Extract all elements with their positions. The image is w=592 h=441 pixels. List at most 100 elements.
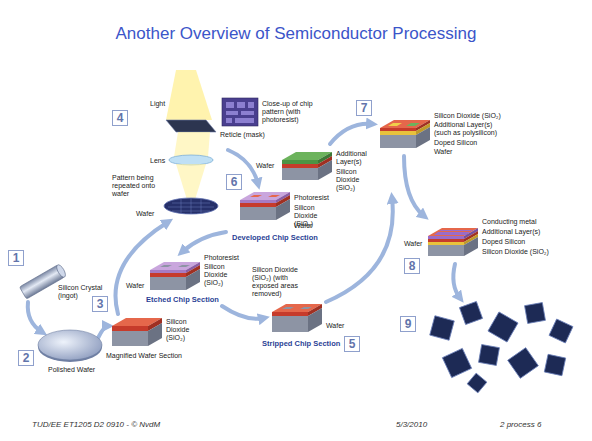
ingot-end bbox=[55, 263, 67, 278]
part-label: Doped Silicon bbox=[434, 139, 477, 147]
chip-die bbox=[544, 354, 565, 375]
part-label: Wafer bbox=[434, 148, 452, 156]
part-label: Polished Wafer bbox=[48, 366, 95, 374]
part-label: Silicon Dioxide (SiO₂) (with exposed are… bbox=[252, 266, 314, 298]
step-number-box: 2 bbox=[18, 350, 34, 366]
section-title: Etched Chip Section bbox=[146, 296, 219, 305]
chip-die bbox=[479, 345, 500, 366]
block-side bbox=[416, 127, 430, 148]
block-side bbox=[318, 160, 332, 180]
part-label: Wafer bbox=[136, 210, 154, 218]
wafer-layer bbox=[240, 207, 276, 220]
part-label: Silicon Dioxide (SiO₂) bbox=[336, 168, 380, 192]
exposed-area bbox=[300, 307, 312, 309]
metal-layer bbox=[428, 236, 464, 239]
part-label: Additional Layer(s) (such as polysilicon… bbox=[434, 121, 510, 137]
slide-title: Another Overview of Semiconductor Proces… bbox=[0, 24, 592, 44]
polished-wafer bbox=[38, 330, 102, 362]
oxide-layer bbox=[380, 128, 416, 131]
reticle bbox=[166, 120, 216, 132]
part-label: Lens bbox=[150, 157, 165, 165]
footer-text: 2 process 6 bbox=[500, 420, 541, 429]
wafer-face bbox=[38, 330, 102, 360]
metal-line bbox=[439, 230, 473, 231]
doped-layer bbox=[428, 242, 464, 245]
flow-arrow bbox=[453, 264, 460, 298]
part-label: Silicon Crystal (ingot) bbox=[58, 284, 110, 300]
part-label: Silicon Dioxide (SiO₂) bbox=[434, 112, 501, 120]
chip-closeup bbox=[222, 98, 258, 126]
callout-number: 2 bbox=[23, 351, 30, 364]
block-side bbox=[308, 308, 322, 332]
wafer-layer bbox=[150, 277, 186, 290]
flow-arrow bbox=[28, 302, 42, 332]
grid-line bbox=[201, 199, 202, 213]
chip-die bbox=[430, 316, 454, 340]
chip-pattern bbox=[226, 102, 254, 123]
callout-number: 7 bbox=[361, 101, 368, 114]
part-label: Additional Layer(s) bbox=[336, 150, 384, 166]
exposed-window bbox=[250, 195, 262, 197]
part-label: Light bbox=[150, 100, 165, 108]
block-side bbox=[148, 323, 162, 346]
callout-number: 5 bbox=[349, 337, 356, 350]
block-side bbox=[276, 199, 290, 220]
wafer-layer bbox=[428, 245, 464, 256]
part-label: Silicon Dioxide (SiO₂) bbox=[204, 263, 246, 287]
step-number-box: 7 bbox=[356, 100, 372, 116]
photoresist-layer bbox=[240, 200, 276, 203]
grid-line bbox=[181, 199, 182, 213]
step-number-box: 8 bbox=[404, 258, 420, 274]
chip-die bbox=[459, 301, 482, 324]
developed-chip-block bbox=[240, 192, 290, 220]
wafer-layer bbox=[112, 331, 148, 346]
flow-arrow bbox=[98, 326, 108, 338]
footer-text: 5/3/2010 bbox=[396, 420, 427, 429]
flow-arrow bbox=[330, 124, 372, 144]
lithography-setup bbox=[164, 70, 258, 214]
lens bbox=[169, 155, 213, 165]
light-beam bbox=[174, 132, 210, 157]
stripped-chip-block bbox=[272, 304, 322, 332]
step-number-box: 3 bbox=[92, 296, 108, 312]
oxide-layer bbox=[272, 312, 308, 316]
part-label: Wafer bbox=[294, 222, 312, 230]
diced-chips bbox=[430, 301, 573, 392]
etched-window bbox=[178, 265, 190, 267]
wafer-layer bbox=[272, 316, 308, 332]
doped-chip-block bbox=[380, 120, 430, 148]
additional-layer bbox=[282, 160, 318, 164]
oxide-layer bbox=[282, 164, 318, 168]
chip-die bbox=[442, 348, 471, 377]
poly-area bbox=[406, 123, 420, 126]
callout-number: 3 bbox=[97, 297, 104, 310]
part-label: Close-up of chip pattern (with photoresi… bbox=[262, 100, 320, 124]
light-beam bbox=[166, 70, 212, 120]
wafer-layer bbox=[380, 135, 416, 148]
step-number-box: 1 bbox=[8, 250, 24, 266]
block-side bbox=[186, 269, 200, 290]
footer-text: TUD/EE ET1205 D2 0910 - © NvdM bbox=[32, 420, 160, 429]
section-title: Developed Chip Section bbox=[232, 234, 318, 243]
flow-arrow bbox=[222, 306, 264, 319]
part-label: Wafer bbox=[256, 162, 274, 170]
chip-die bbox=[467, 373, 487, 393]
pattern-cell bbox=[226, 111, 238, 115]
section-title: Stripped Chip Section bbox=[262, 340, 340, 349]
etched-window bbox=[160, 265, 172, 267]
pattern-cell bbox=[226, 118, 232, 123]
wafer-grid bbox=[168, 198, 214, 214]
wafer bbox=[164, 198, 218, 214]
callout-number: 9 bbox=[405, 317, 412, 330]
pattern-cell bbox=[237, 102, 245, 108]
pattern-cell bbox=[226, 102, 234, 108]
chip-die bbox=[549, 319, 573, 343]
part-label: Photoresist bbox=[294, 194, 329, 202]
layered-chip-block bbox=[282, 152, 332, 180]
pattern-cell bbox=[248, 102, 254, 108]
metal-line bbox=[434, 232, 470, 235]
wafer-section-block bbox=[112, 318, 162, 346]
step-number-box: 5 bbox=[344, 336, 360, 352]
light-beam bbox=[176, 164, 206, 203]
